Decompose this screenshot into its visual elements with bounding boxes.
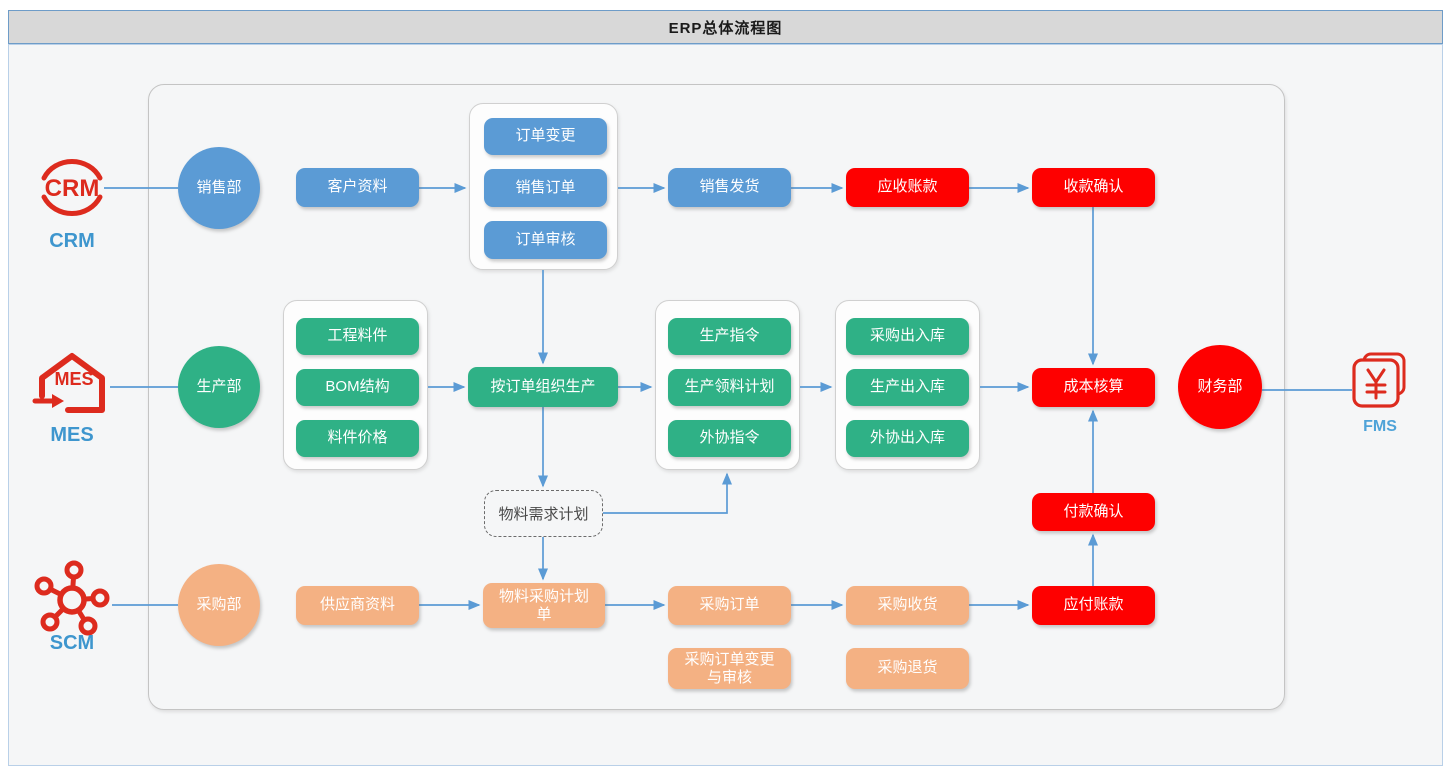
node-cost-accounting: 成本核算 <box>1032 368 1155 407</box>
node-supplier-data: 供应商资料 <box>296 586 419 625</box>
crm-circle-icon: CRM <box>41 158 103 217</box>
node-payment-confirm: 付款确认 <box>1032 493 1155 531</box>
node-order-change: 订单变更 <box>484 118 607 155</box>
mes-system-label: MES <box>50 424 94 446</box>
node-outsourcing-order: 外协指令 <box>668 420 791 457</box>
node-customer-data: 客户资料 <box>296 168 419 207</box>
node-outsourcing-inout: 外协出入库 <box>846 420 969 457</box>
node-sales-dept: 销售部 <box>178 147 260 229</box>
yuan-symbol <box>1365 368 1387 400</box>
node-sales-order: 销售订单 <box>484 169 607 207</box>
node-receipt-confirm: 收款确认 <box>1032 168 1155 207</box>
node-production-dept: 生产部 <box>178 346 260 428</box>
node-material-price: 料件价格 <box>296 420 419 457</box>
scm-network-icon <box>34 560 110 636</box>
node-sales-delivery: 销售发货 <box>668 168 791 207</box>
node-material-purchase-plan: 物料采购计划 单 <box>483 583 605 628</box>
connector-mrp-to-production-group <box>603 472 732 514</box>
node-po-change-review: 采购订单变更 与审核 <box>668 648 791 689</box>
node-mrp: 物料需求计划 <box>484 490 603 537</box>
process-boundary-container <box>148 84 1285 710</box>
node-order-review: 订单审核 <box>484 221 607 259</box>
mes-house-icon: MES <box>32 353 105 413</box>
node-organize-production: 按订单组织生产 <box>468 367 618 407</box>
mes-icon-text: MES <box>54 369 93 389</box>
node-receivable: 应收账款 <box>846 168 969 207</box>
diagram-title: ERP总体流程图 <box>8 10 1443 44</box>
node-production-order: 生产指令 <box>668 318 791 355</box>
node-eng-material: 工程料件 <box>296 318 419 355</box>
node-finance-dept: 财务部 <box>1178 345 1262 429</box>
crm-system-label: CRM <box>49 230 95 252</box>
node-bom-structure: BOM结构 <box>296 369 419 406</box>
crm-icon-text: CRM <box>45 175 100 202</box>
node-purchase-receipt: 采购收货 <box>846 586 969 625</box>
node-purchase-inout: 采购出入库 <box>846 318 969 355</box>
node-picking-plan: 生产领料计划 <box>668 369 791 406</box>
fms-yuan-icon <box>1352 352 1406 408</box>
node-purchasing-dept: 采购部 <box>178 564 260 646</box>
node-purchase-return: 采购退货 <box>846 648 969 689</box>
node-purchase-order: 采购订单 <box>668 586 791 625</box>
node-payable: 应付账款 <box>1032 586 1155 625</box>
fms-system-label: FMS <box>1363 418 1397 435</box>
node-production-inout: 生产出入库 <box>846 369 969 406</box>
scm-system-label: SCM <box>49 632 95 654</box>
